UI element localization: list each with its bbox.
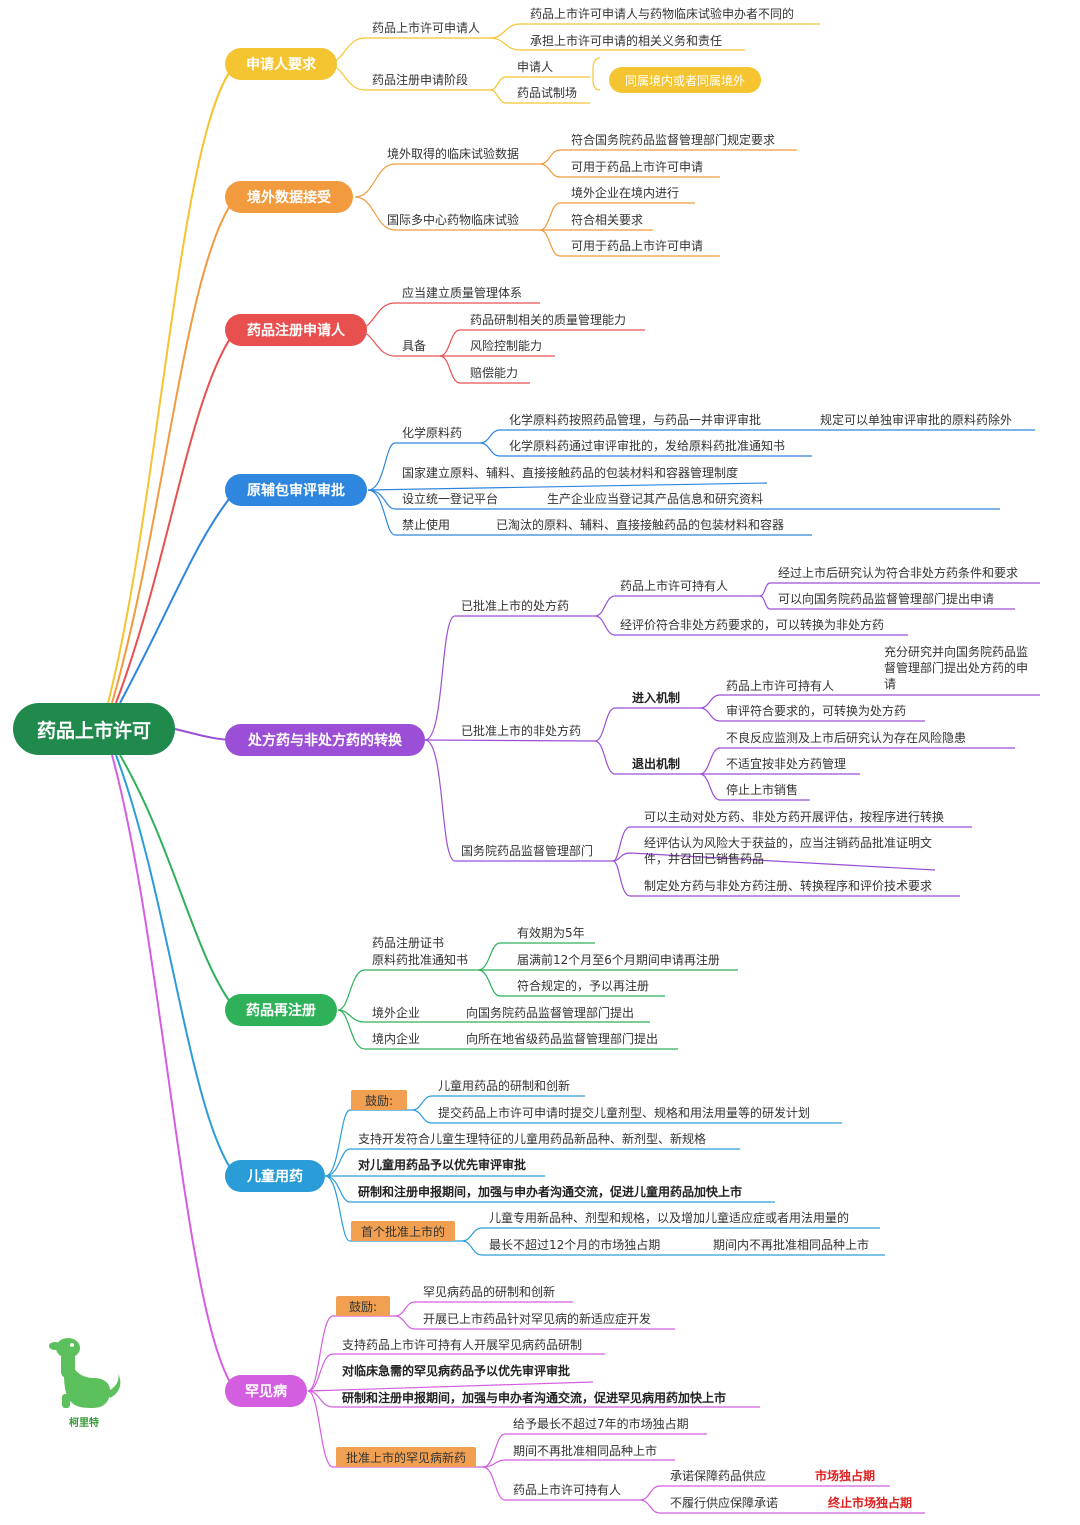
node-rare-holder-2-note: 终止市场独占期 xyxy=(828,1496,913,1510)
node-foreign-item-1: 符合国务院药品监督管理部门规定要求 xyxy=(571,133,776,147)
node-rare-priority: 对临床急需的罕见病药品予以优先审评审批 xyxy=(342,1364,571,1378)
node-rare-encourage-1: 罕见病药品的研制和创新 xyxy=(423,1285,556,1299)
node-approved-rx: 已批准上市的处方药 xyxy=(461,599,570,613)
node-dept-item-2: 经评估认为风险大于获益的，应当注销药品批准证明文件，并召回已销售药品 xyxy=(644,836,933,866)
node-possess-item-1: 药品研制相关的质量管理能力 xyxy=(470,313,627,327)
root-node[interactable]: 药品上市许可 xyxy=(13,703,175,755)
node-quality-system: 应当建立质量管理体系 xyxy=(402,286,523,300)
node-entry-eval: 审评符合要求的，可转换为处方药 xyxy=(726,704,907,718)
node-foreign-enterprise-item: 向国务院药品监督管理部门提出 xyxy=(466,1006,635,1020)
tag-rare-encourage: 鼓励: xyxy=(336,1296,390,1316)
node-rare-holder-1: 承诺保障药品供应 xyxy=(670,1469,767,1483)
node-multicenter-item-3: 可用于药品上市许可申请 xyxy=(571,239,704,253)
node-entry-holder: 药品上市许可持有人 xyxy=(726,679,835,693)
branch-re-registration[interactable]: 药品再注册 xyxy=(225,994,337,1026)
tag-rare-approved: 批准上市的罕见病新药 xyxy=(336,1447,476,1467)
node-rare-holder-1-note: 市场独占期 xyxy=(815,1469,876,1483)
node-rare-approved-2: 期间不再批准相同品种上市 xyxy=(513,1444,658,1458)
node-phase-site: 药品试制场 xyxy=(517,86,578,100)
node-entry-holder-item: 充分研究并向国务院药品监督管理部门提出处方药的申请 xyxy=(884,645,1029,691)
node-rx-holder-item-2: 可以向国务院药品监督管理部门提出申请 xyxy=(778,592,995,606)
node-possess: 具备 xyxy=(402,339,427,353)
node-ped-support: 支持开发符合儿童生理特征的儿童用药品新品种、新剂型、新规格 xyxy=(358,1132,707,1146)
node-foreign-item-2: 可用于药品上市许可申请 xyxy=(571,160,704,174)
node-rare-communication: 研制和注册申报期间，加强与申办者沟通交流，促进罕见病用药加快上市 xyxy=(342,1391,727,1405)
node-phase-note: 同属境内或者同属境外 xyxy=(609,67,761,93)
node-exit-item-3: 停止上市销售 xyxy=(726,783,799,797)
node-exit-mechanism: 退出机制 xyxy=(632,757,681,771)
node-ped-priority: 对儿童用药品予以优先审评审批 xyxy=(358,1158,527,1172)
node-ped-first-item: 儿童专用新品种、剂型和规格，以及增加儿童适应症或者用法用量的 xyxy=(489,1211,850,1225)
node-ped-communication: 研制和注册申报期间，加强与申办者沟通交流，促进儿童用药品加快上市 xyxy=(358,1185,743,1199)
node-listing-item-2: 承担上市许可申请的相关义务和责任 xyxy=(530,34,723,48)
node-domestic-enterprise-item: 向所在地省级药品监督管理部门提出 xyxy=(466,1032,659,1046)
node-multicenter-item-2: 符合相关要求 xyxy=(571,213,644,227)
node-entry-mechanism: 进入机制 xyxy=(632,691,681,705)
node-cert-item-2: 届满前12个月至6个月期间申请再注册 xyxy=(517,953,720,967)
tag-first-approved: 首个批准上市的 xyxy=(351,1221,455,1241)
branch-registration-applicant[interactable]: 药品注册申请人 xyxy=(225,314,367,346)
branch-applicant-requirements[interactable]: 申请人要求 xyxy=(225,48,337,80)
node-management-system: 国家建立原料、辅料、直接接触药品的包装材料和容器管理制度 xyxy=(402,466,739,480)
branch-rare-disease[interactable]: 罕见病 xyxy=(225,1375,307,1407)
node-rare-holder: 药品上市许可持有人 xyxy=(513,1483,622,1497)
node-rx-eval: 经评价符合非处方药要求的，可以转换为非处方药 xyxy=(620,618,885,632)
node-ped-exclusivity-note: 期间内不再批准相同品种上市 xyxy=(713,1238,870,1252)
node-rx-holder-item-1: 经过上市后研究认为符合非处方药条件和要求 xyxy=(778,566,1019,580)
node-possess-item-3: 赔偿能力 xyxy=(470,366,519,380)
dog-logo-icon xyxy=(49,1338,121,1408)
node-platform-item: 生产企业应当登记其产品信息和研究资料 xyxy=(547,492,764,506)
node-rare-approved-1: 给予最长不超过7年的市场独占期 xyxy=(513,1417,689,1431)
node-domestic-enterprise: 境内企业 xyxy=(372,1032,421,1046)
node-approved-otc: 已批准上市的非处方药 xyxy=(461,724,582,738)
node-registration-cert: 药品注册证书 xyxy=(372,936,445,950)
logo-text: 柯里特 xyxy=(69,1418,99,1429)
node-rare-encourage-2: 开展已上市药品针对罕见病的新适应症开发 xyxy=(423,1312,652,1326)
node-ped-encourage-2: 提交药品上市许可申请时提交儿童剂型、规格和用法用量等的研发计划 xyxy=(438,1106,811,1120)
dog-logo: 柯里特 xyxy=(44,1334,124,1430)
node-rare-holder-2: 不履行供应保障承诺 xyxy=(670,1496,779,1510)
node-api-approval-notice: 原料药批准通知书 xyxy=(372,953,469,967)
node-cert-item-3: 符合规定的，予以再注册 xyxy=(517,979,650,993)
node-dept-item-1: 可以主动对处方药、非处方药开展评估，按程序进行转换 xyxy=(644,810,945,824)
node-rare-support: 支持药品上市许可持有人开展罕见病药品研制 xyxy=(342,1338,583,1352)
node-multicenter-item-1: 境外企业在境内进行 xyxy=(571,186,680,200)
node-prohibited: 禁止使用 xyxy=(402,518,451,532)
node-state-dept: 国务院药品监督管理部门 xyxy=(461,844,594,858)
node-registration-phase: 药品注册申请阶段 xyxy=(372,73,469,87)
node-cert-item-1: 有效期为5年 xyxy=(517,926,585,940)
node-chem-item-1-note: 规定可以单独审评审批的原料药除外 xyxy=(820,413,1013,427)
node-listing-applicant: 药品上市许可申请人 xyxy=(372,21,481,35)
branch-pediatric-drugs[interactable]: 儿童用药 xyxy=(225,1160,325,1192)
node-phase-applicant: 申请人 xyxy=(517,60,554,74)
branch-api-review[interactable]: 原辅包审评审批 xyxy=(225,474,367,506)
node-rx-holder: 药品上市许可持有人 xyxy=(620,579,729,593)
node-foreign-enterprise: 境外企业 xyxy=(372,1006,421,1020)
node-ped-exclusivity: 最长不超过12个月的市场独占期 xyxy=(489,1238,661,1252)
branch-rx-otc-switch[interactable]: 处方药与非处方药的转换 xyxy=(225,724,425,756)
node-chem-item-1: 化学原料药按照药品管理，与药品一并审评审批 xyxy=(509,413,762,427)
branch-foreign-data[interactable]: 境外数据接受 xyxy=(225,181,353,213)
node-chem-item-2: 化学原料药通过审评审批的，发给原料药批准通知书 xyxy=(509,439,786,453)
node-dept-item-3: 制定处方药与非处方药注册、转换程序和评价技术要求 xyxy=(644,879,933,893)
node-prohibited-item: 已淘汰的原料、辅料、直接接触药品的包装材料和容器 xyxy=(496,518,785,532)
node-foreign-clinical-data: 境外取得的临床试验数据 xyxy=(387,147,520,161)
node-registration-platform: 设立统一登记平台 xyxy=(402,492,499,506)
node-exit-item-1: 不良反应监测及上市后研究认为存在风险隐患 xyxy=(726,731,967,745)
node-exit-item-2: 不适宜按非处方药管理 xyxy=(726,757,847,771)
tag-encourage: 鼓励: xyxy=(351,1090,407,1110)
node-multicenter-trial: 国际多中心药物临床试验 xyxy=(387,213,520,227)
node-possess-item-2: 风险控制能力 xyxy=(470,339,543,353)
node-listing-item-1: 药品上市许可申请人与药物临床试验申办者不同的 xyxy=(530,7,795,21)
node-chemical-api: 化学原料药 xyxy=(402,426,463,440)
node-ped-encourage-1: 儿童用药品的研制和创新 xyxy=(438,1079,571,1093)
